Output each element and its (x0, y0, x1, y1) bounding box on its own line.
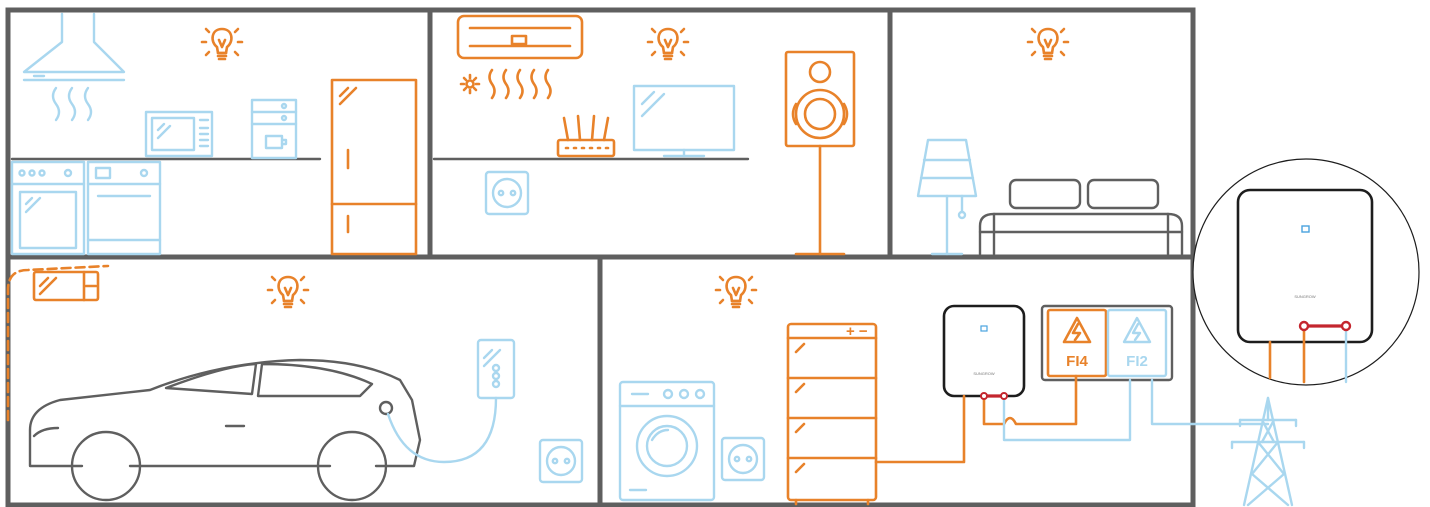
fuse-active-label: FI4 (1066, 353, 1088, 370)
ev-dashed-connection (6, 264, 110, 422)
bulb-icon (646, 27, 690, 61)
fridge[interactable] (330, 78, 418, 256)
oven (10, 160, 86, 256)
blue-ac-cable (1002, 378, 1132, 442)
wifi-router[interactable] (556, 114, 616, 158)
range-hood (22, 12, 126, 122)
bed (978, 178, 1184, 256)
charging-cable (386, 396, 498, 464)
power-pylon-icon (1230, 396, 1306, 507)
floor-lamp (916, 138, 978, 256)
television (632, 84, 736, 158)
lightning-icon (1062, 316, 1092, 344)
living-room (432, 14, 856, 256)
orange-ac-cable (982, 374, 1078, 426)
battery-stack[interactable]: + − (786, 322, 878, 506)
fuse-box[interactable]: FI4 FI2 (1040, 304, 1174, 382)
inverter-zoom-callout: SUNGROW (1192, 158, 1420, 386)
loudspeaker[interactable] (784, 50, 856, 256)
socket-icon (720, 436, 766, 482)
grid-cable (1150, 378, 1270, 426)
bulb-icon (1026, 27, 1070, 61)
socket-icon (538, 438, 584, 484)
battery-cable (874, 394, 966, 464)
air-conditioner[interactable] (456, 14, 584, 100)
wall-charger[interactable] (386, 338, 516, 464)
kitchen-room (10, 12, 418, 256)
garage (6, 264, 584, 502)
bulb-icon (714, 275, 758, 309)
coffee-machine (250, 98, 298, 160)
microwave (144, 110, 214, 158)
bedroom (916, 27, 1184, 256)
battery-terminal-label: + − (846, 323, 868, 340)
washing-machine (618, 380, 716, 502)
bulb-icon (266, 275, 310, 309)
socket-icon (484, 170, 530, 216)
bulb-icon (200, 27, 244, 61)
house-walls (5, 7, 1196, 507)
inverter-zoom-brand: SUNGROW (1294, 294, 1316, 299)
inverter-brand: SUNGROW (973, 371, 995, 376)
wiring (874, 374, 1270, 464)
fuse-inactive-label: FI2 (1126, 353, 1148, 370)
technical-room: + − SUNGROW FI4 FI2 (618, 275, 1174, 506)
ev-car (28, 358, 422, 502)
lightning-icon (1122, 316, 1152, 344)
wallbox-controller[interactable] (32, 270, 100, 302)
hybrid-inverter[interactable]: SUNGROW (942, 304, 1026, 398)
dishwasher (86, 160, 162, 256)
